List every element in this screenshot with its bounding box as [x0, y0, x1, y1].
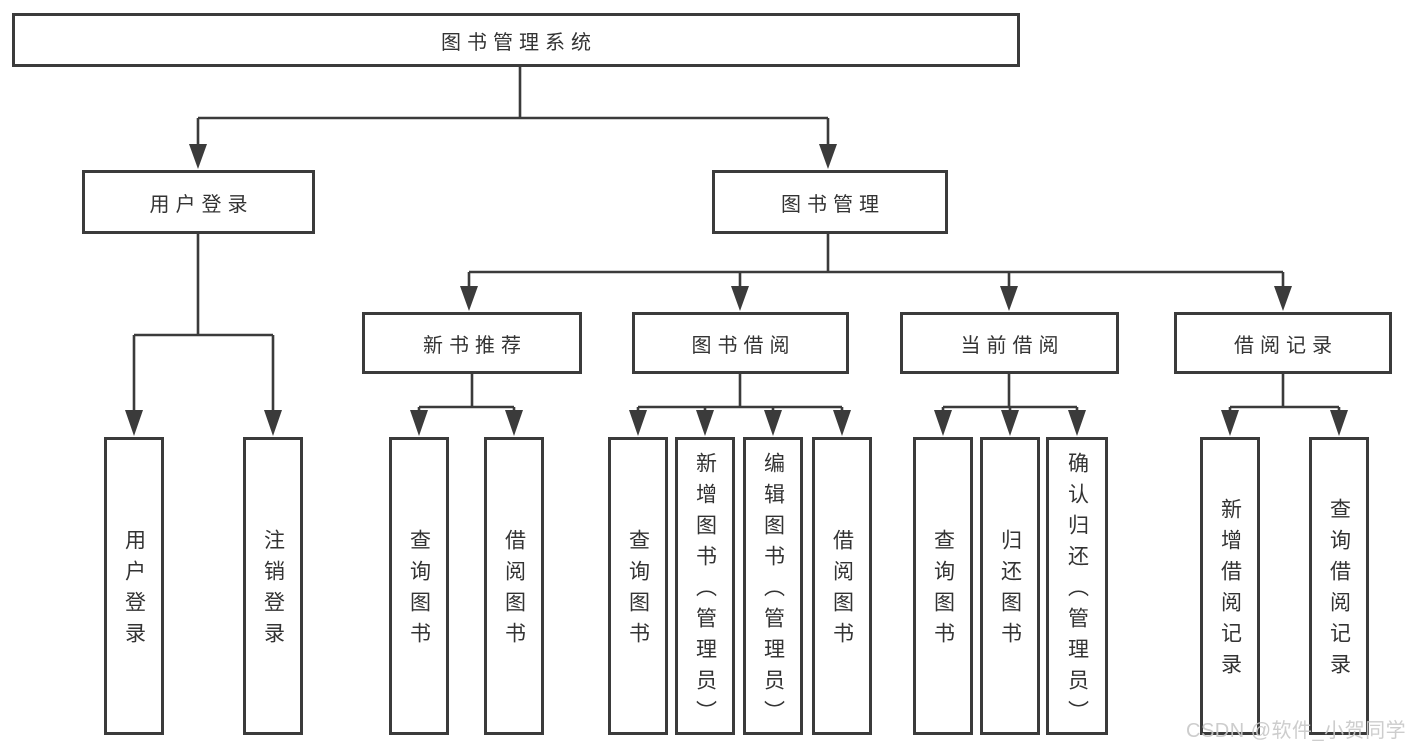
node-book-management: 图书管理	[712, 170, 948, 234]
leaf-query-books-recommend: 查询图书	[389, 437, 449, 735]
node-label: 借阅记录	[1234, 334, 1338, 357]
node-user-login-group: 用户登录	[82, 170, 315, 234]
leaf-logout: 注销登录	[243, 437, 303, 735]
node-label: 归还图书	[998, 529, 1022, 653]
node-new-book-recommendation: 新书推荐	[362, 312, 582, 374]
node-label: 当前借阅	[960, 334, 1065, 357]
node-label: 用户登录	[149, 193, 254, 216]
leaf-add-books-admin: 新增图书（管理员）	[675, 437, 735, 735]
leaf-user-login: 用户登录	[104, 437, 164, 735]
arrowheads	[125, 144, 1348, 436]
node-borrowing-records: 借阅记录	[1174, 312, 1392, 374]
node-label: 查询图书	[931, 529, 955, 653]
node-label: 图书借阅	[691, 334, 796, 357]
leaf-return-books: 归还图书	[980, 437, 1040, 735]
leaf-confirm-return-admin: 确认归还（管理员）	[1046, 437, 1108, 735]
node-label: 查询图书	[407, 529, 431, 653]
csdn-watermark: CSDN @软件_小贺同学	[1186, 720, 1405, 742]
node-label: 编辑图书（管理员）	[761, 451, 785, 731]
leaf-edit-books-admin: 编辑图书（管理员）	[743, 437, 803, 735]
node-label: 借阅图书	[830, 529, 854, 653]
leaf-query-borrow-record: 查询借阅记录	[1309, 437, 1369, 735]
node-label: 新增图书（管理员）	[693, 451, 717, 731]
leaf-borrow-books-recommend: 借阅图书	[484, 437, 544, 735]
node-label: 确认归还（管理员）	[1065, 451, 1089, 731]
node-label: 查询图书	[626, 529, 650, 653]
node-library-management-system: 图书管理系统	[12, 13, 1020, 67]
leaf-add-borrow-record: 新增借阅记录	[1200, 437, 1260, 735]
node-label: 新增借阅记录	[1218, 498, 1242, 684]
node-label: 图书管理系统	[441, 31, 597, 54]
node-label: 查询借阅记录	[1327, 498, 1351, 684]
node-label: 借阅图书	[502, 529, 526, 653]
leaf-query-books-borrowing: 查询图书	[608, 437, 668, 735]
node-label: 用户登录	[122, 529, 146, 653]
node-label: 图书管理	[781, 193, 885, 216]
node-label: 注销登录	[261, 529, 285, 653]
leaf-query-books-current: 查询图书	[913, 437, 973, 735]
node-book-borrowing: 图书借阅	[632, 312, 849, 374]
node-current-borrowing: 当前借阅	[900, 312, 1119, 374]
leaf-borrow-books-borrowing: 借阅图书	[812, 437, 872, 735]
node-label: 新书推荐	[423, 334, 527, 357]
